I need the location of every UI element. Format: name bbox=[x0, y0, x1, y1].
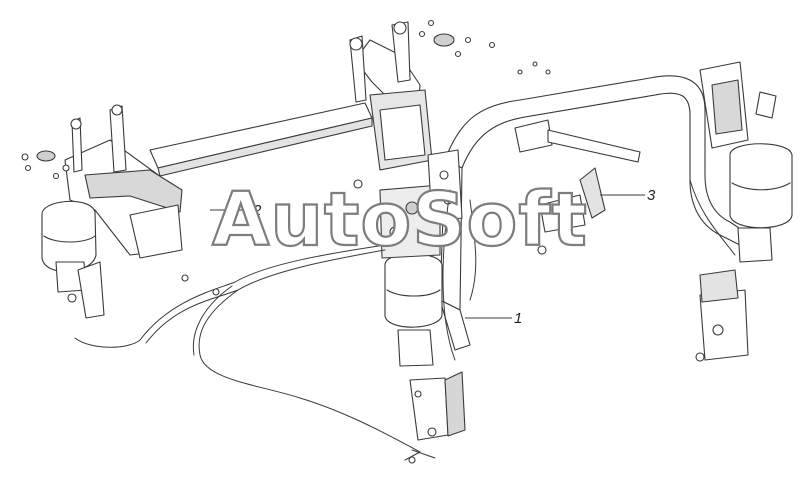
callout-2-label: 2 bbox=[252, 202, 262, 219]
right-air-spring bbox=[729, 143, 793, 263]
right-upper-bracket bbox=[699, 61, 777, 149]
left-bracket-assembly bbox=[21, 104, 183, 259]
center-lower-mount bbox=[409, 371, 466, 441]
center-upper-bracket bbox=[349, 21, 433, 171]
callout-1-label: 1 bbox=[514, 310, 522, 327]
center-air-spring bbox=[379, 184, 443, 367]
callout-3-label: 3 bbox=[647, 187, 656, 204]
left-air-spring bbox=[41, 200, 105, 319]
watermark-text: AutoSoft bbox=[212, 177, 588, 263]
right-lower-mount bbox=[695, 269, 749, 362]
air-lines bbox=[74, 179, 736, 461]
left-cross-beam bbox=[149, 102, 373, 177]
loose-hardware bbox=[181, 19, 551, 464]
right-cross-bracket bbox=[514, 119, 641, 233]
center-shock-bracket bbox=[427, 149, 463, 223]
